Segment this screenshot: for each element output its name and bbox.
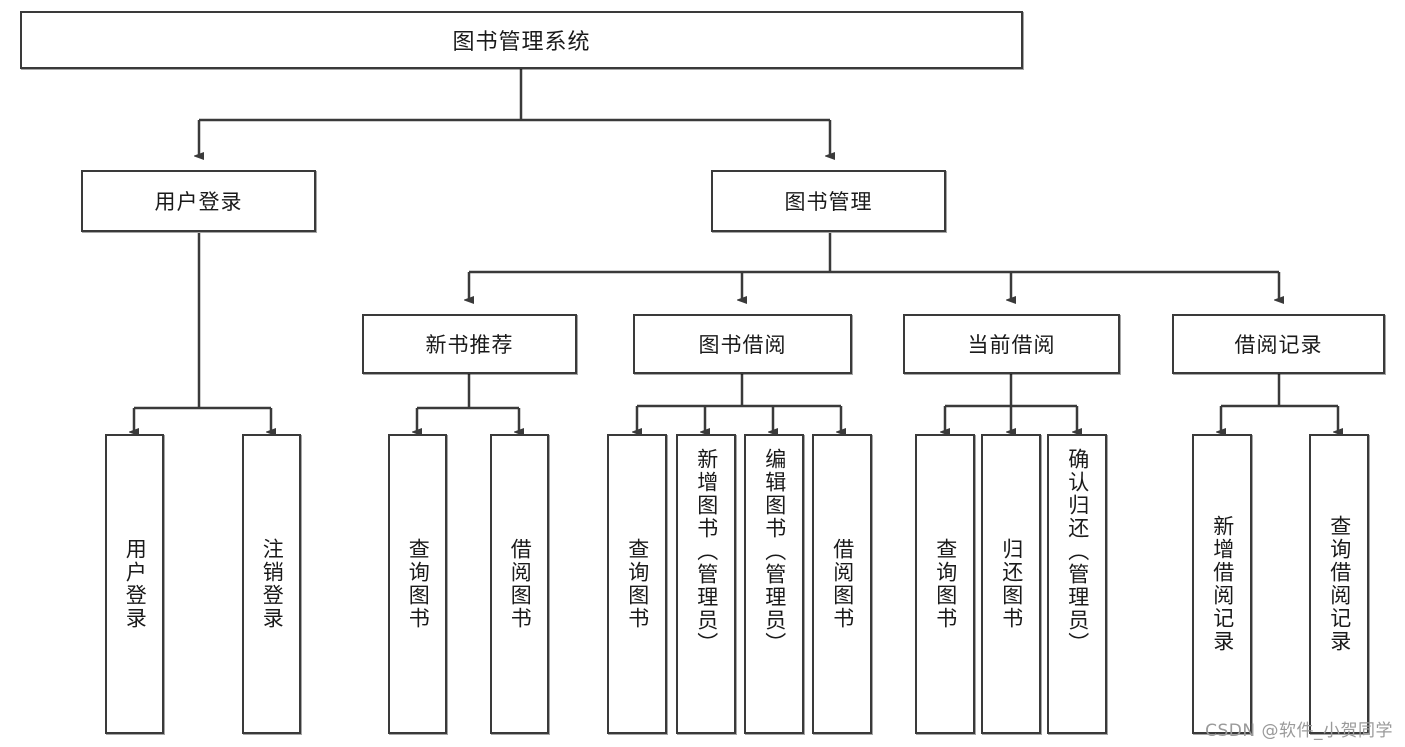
watermark-text: CSDN @软件_小贺同学 [1205,721,1393,741]
node-borrow-records[interactable]: 借阅记录 [1172,314,1385,374]
leaf-records-2-label: 查询借阅记录 [1327,515,1352,653]
leaf-user-login-2-label: 注销登录 [260,538,285,630]
leaf-new-book-2-label: 借阅图书 [508,538,533,630]
node-new-book-recommend-label: 新书推荐 [425,333,514,357]
leaf-borrow-2-label: 新增图书（管理员） [694,448,719,655]
leaf-borrow-4-label: 借阅图书 [830,538,855,630]
leaf-current-2-label: 归还图书 [999,538,1024,630]
node-current-borrow[interactable]: 当前借阅 [903,314,1120,374]
leaf-borrow-3-label: 编辑图书（管理员） [762,448,787,655]
node-book-borrow-label: 图书借阅 [698,333,787,357]
leaf-user-login-2[interactable]: 注销登录 [242,434,301,734]
node-root[interactable]: 图书管理系统 [20,11,1023,69]
node-book-management-label: 图书管理 [784,190,873,214]
node-user-login[interactable]: 用户登录 [81,170,316,232]
node-book-management[interactable]: 图书管理 [711,170,946,232]
leaf-current-1[interactable]: 查询图书 [915,434,975,734]
node-user-login-label: 用户登录 [154,190,243,214]
leaf-borrow-2[interactable]: 新增图书（管理员） [676,434,736,734]
leaf-user-login-1[interactable]: 用户登录 [105,434,164,734]
node-new-book-recommend[interactable]: 新书推荐 [362,314,577,374]
node-book-borrow[interactable]: 图书借阅 [633,314,852,374]
leaf-borrow-1-label: 查询图书 [625,538,650,630]
leaf-records-1-label: 新增借阅记录 [1210,515,1235,653]
node-borrow-records-label: 借阅记录 [1234,333,1323,357]
leaf-records-1[interactable]: 新增借阅记录 [1192,434,1252,734]
leaf-current-3-label: 确认归还（管理员） [1065,448,1090,655]
leaf-new-book-1-label: 查询图书 [406,538,431,630]
leaf-borrow-1[interactable]: 查询图书 [607,434,667,734]
node-root-label: 图书管理系统 [452,30,591,55]
node-current-borrow-label: 当前借阅 [967,333,1056,357]
leaf-records-2[interactable]: 查询借阅记录 [1309,434,1369,734]
leaf-user-login-1-label: 用户登录 [123,538,148,630]
leaf-borrow-4[interactable]: 借阅图书 [812,434,872,734]
leaf-borrow-3[interactable]: 编辑图书（管理员） [744,434,804,734]
leaf-current-3[interactable]: 确认归还（管理员） [1047,434,1107,734]
leaf-current-1-label: 查询图书 [933,538,958,630]
leaf-current-2[interactable]: 归还图书 [981,434,1041,734]
leaf-new-book-2[interactable]: 借阅图书 [490,434,549,734]
leaf-new-book-1[interactable]: 查询图书 [388,434,447,734]
